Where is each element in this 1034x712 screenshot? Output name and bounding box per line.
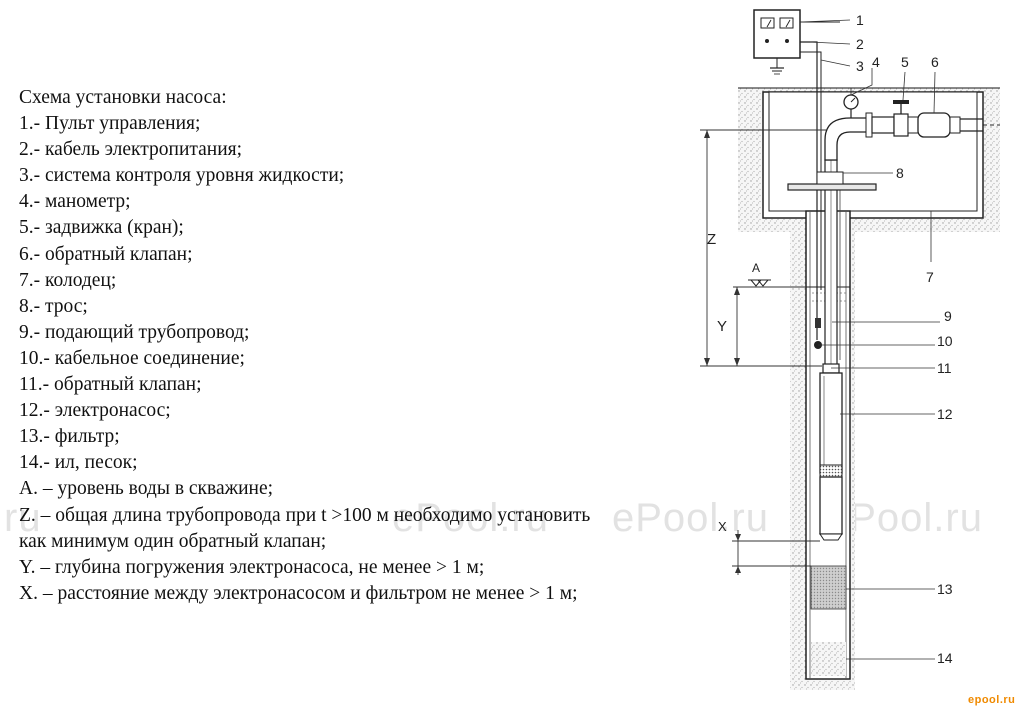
legend-item: 11.- обратный клапан; [19, 374, 202, 396]
site-logo: epool.ru [968, 694, 1016, 706]
label-4: 4 [872, 54, 880, 70]
legend-item: 13.- фильтр; [19, 426, 120, 448]
label-13: 13 [937, 581, 953, 597]
gate-valve [893, 113, 909, 137]
electric-pump [819, 372, 843, 474]
label-10: 10 [937, 333, 953, 349]
legend-item: Z. – общая длина трубопровода при t >100… [19, 504, 591, 552]
label-2: 2 [856, 36, 864, 52]
dim-a-label: A [752, 261, 760, 275]
legend-item: 9.- подающий трубопровод; [19, 321, 250, 343]
legend-item: X. – расстояние между электронасосом и ф… [19, 582, 578, 604]
legend-item: 2.- кабель электропитания; [19, 139, 243, 161]
legend-item: 5.- задвижка (кран); [19, 217, 184, 239]
well-head-plate [787, 183, 877, 191]
dim-x-label: X [718, 519, 727, 534]
legend-item: 12.- электронасос; [19, 400, 171, 422]
legend-item: 8.- трос; [19, 295, 88, 317]
control-panel [753, 9, 801, 59]
legend-title: Схема установки насоса: [19, 87, 227, 108]
label-3: 3 [856, 58, 864, 74]
watermark-right-a: ePool.ru [612, 496, 769, 540]
legend-item: 14.- ил, песок; [19, 452, 138, 474]
legend-item: 1.- Пульт управления; [19, 113, 201, 135]
well-pit-inner [768, 91, 978, 212]
sludge-sand [811, 642, 846, 676]
label-7: 7 [926, 269, 934, 285]
label-9: 9 [944, 308, 952, 324]
label-14: 14 [937, 650, 953, 666]
legend: Схема установки насоса: 1.- Пульт управл… [19, 85, 659, 607]
legend-item: 3.- система контроля уровня жидкости; [19, 165, 345, 187]
check-valve-surface [917, 112, 951, 138]
legend-item: 4.- манометр; [19, 191, 131, 213]
legend-item: 10.- кабельное соединение; [19, 347, 245, 369]
label-8: 8 [896, 165, 904, 181]
label-5: 5 [901, 54, 909, 70]
watermark-middle: ePool.ru [392, 496, 549, 540]
label-6: 6 [931, 54, 939, 70]
filter [810, 565, 847, 610]
check-valve-well [822, 363, 840, 374]
ground-soil [738, 88, 1000, 690]
legend-item: 7.- колодец; [19, 269, 117, 291]
legend-item: Y. – глубина погружения электронасоса, н… [19, 556, 485, 578]
label-12: 12 [937, 406, 953, 422]
dim-z-label: Z [707, 231, 716, 248]
legend-item: 6.- обратный клапан; [19, 243, 193, 265]
legend-item: A. – уровень воды в скважине; [19, 478, 274, 500]
label-11: 11 [937, 360, 952, 376]
dim-y-label: Y [717, 318, 727, 335]
label-1: 1 [856, 12, 864, 28]
watermark-left: l.ru [0, 496, 42, 540]
